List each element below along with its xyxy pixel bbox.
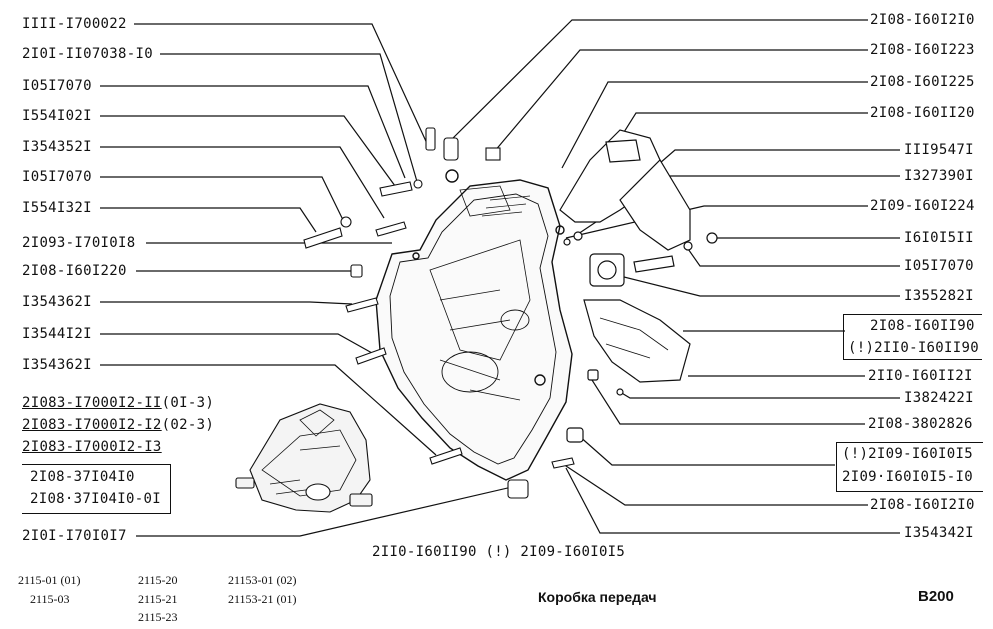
label-right-box2-1: (!)2I09-I60I0I5 <box>842 446 973 462</box>
right-bracket-box-1 <box>843 314 982 360</box>
label-left-10: I354362I <box>22 294 92 310</box>
label-right-15: I354342I <box>904 525 974 541</box>
label-left-3: I05I7070 <box>22 78 92 94</box>
page-title: Коробка передач <box>538 589 657 605</box>
right-parts <box>559 129 718 443</box>
label-right-5: III9547I <box>904 142 974 158</box>
label-left-4: I554I02I <box>22 108 92 124</box>
label-right-6: I327390I <box>904 168 974 184</box>
top-fasteners <box>303 127 575 499</box>
label-left-5: I354352I <box>22 139 92 155</box>
label-left-2: 2I0I-II07038-I0 <box>22 46 153 62</box>
right-bracket-box-2 <box>836 442 983 492</box>
model-2-2: 2115-21 <box>138 592 178 606</box>
label-right-2: 2I08-I60I223 <box>870 42 975 58</box>
model-3-2: 21153-21 (01) <box>228 592 297 606</box>
label-right-10: I355282I <box>904 288 974 304</box>
model-3-1: 21153-01 (02) <box>228 573 297 587</box>
label-gearbox-assembly-2: 2I083-I7000I2-I2(02-3) <box>22 417 214 433</box>
label-right-14: 2I08-I60I2I0 <box>870 497 975 513</box>
label-gearbox-assembly-3: 2I083-I7000I2-I3 <box>22 439 162 455</box>
left-bracket-box <box>22 464 171 514</box>
label-right-box1-2: (!)2II0-I60II90 <box>848 340 979 356</box>
label-right-1: 2I08-I60I2I0 <box>870 12 975 28</box>
label-right-box2-2: 2I09·I60I0I5-I0 <box>842 469 973 485</box>
label-right-8: I6I0I5II <box>904 230 974 246</box>
label-left-box-1: 2I08-37I04I0 <box>30 469 135 485</box>
model-2-1: 2115-20 <box>138 573 178 587</box>
bottom-note: 2II0-I60II90 (!) 2I09-I60I0I5 <box>372 544 626 560</box>
label-left-9: 2I08-I60I220 <box>22 263 127 279</box>
label-left-12: I354362I <box>22 357 92 373</box>
label-right-4: 2I08-I60II20 <box>870 105 975 121</box>
assembly-suffix: (02-3) <box>161 417 215 433</box>
label-bottom-left: 2I0I-I70I0I7 <box>22 528 127 544</box>
label-gearbox-assembly-1: 2I083-I7000I2-II(0I-3) <box>22 395 214 411</box>
assembly-suffix: (0I-3) <box>161 395 215 411</box>
assembled-gearbox-inset <box>235 403 373 513</box>
label-left-1: IIII-I700022 <box>22 16 127 32</box>
model-1-2: 2115-03 <box>30 592 70 606</box>
label-right-13: 2I08-3802826 <box>868 416 973 432</box>
assembly-part-number: 2I083-I7000I2-II <box>22 395 162 411</box>
gearbox-housing <box>375 169 573 481</box>
label-left-11: I3544I2I <box>22 326 92 342</box>
label-left-6: I05I7070 <box>22 169 92 185</box>
assembly-part-number: 2I083-I7000I2-I2 <box>22 417 162 433</box>
label-right-12: I382422I <box>904 390 974 406</box>
page-code: B200 <box>918 588 954 605</box>
label-right-11: 2II0-I60II2I <box>868 368 973 384</box>
label-right-box1-1: 2I08-I60II90 <box>870 318 975 334</box>
leader-lines <box>100 19 900 537</box>
label-right-9: I05I7070 <box>904 258 974 274</box>
model-2-3: 2115-23 <box>138 610 178 624</box>
label-right-7: 2I09-I60I224 <box>870 198 975 214</box>
model-1-1: 2115-01 (01) <box>18 573 81 587</box>
label-left-7: I554I32I <box>22 200 92 216</box>
label-right-3: 2I08-I60I225 <box>870 74 975 90</box>
label-left-8: 2I093-I70I0I8 <box>22 235 136 251</box>
assembly-part-number: 2I083-I7000I2-I3 <box>22 439 162 455</box>
label-left-box-2: 2I08·37I04I0-0I <box>30 491 161 507</box>
